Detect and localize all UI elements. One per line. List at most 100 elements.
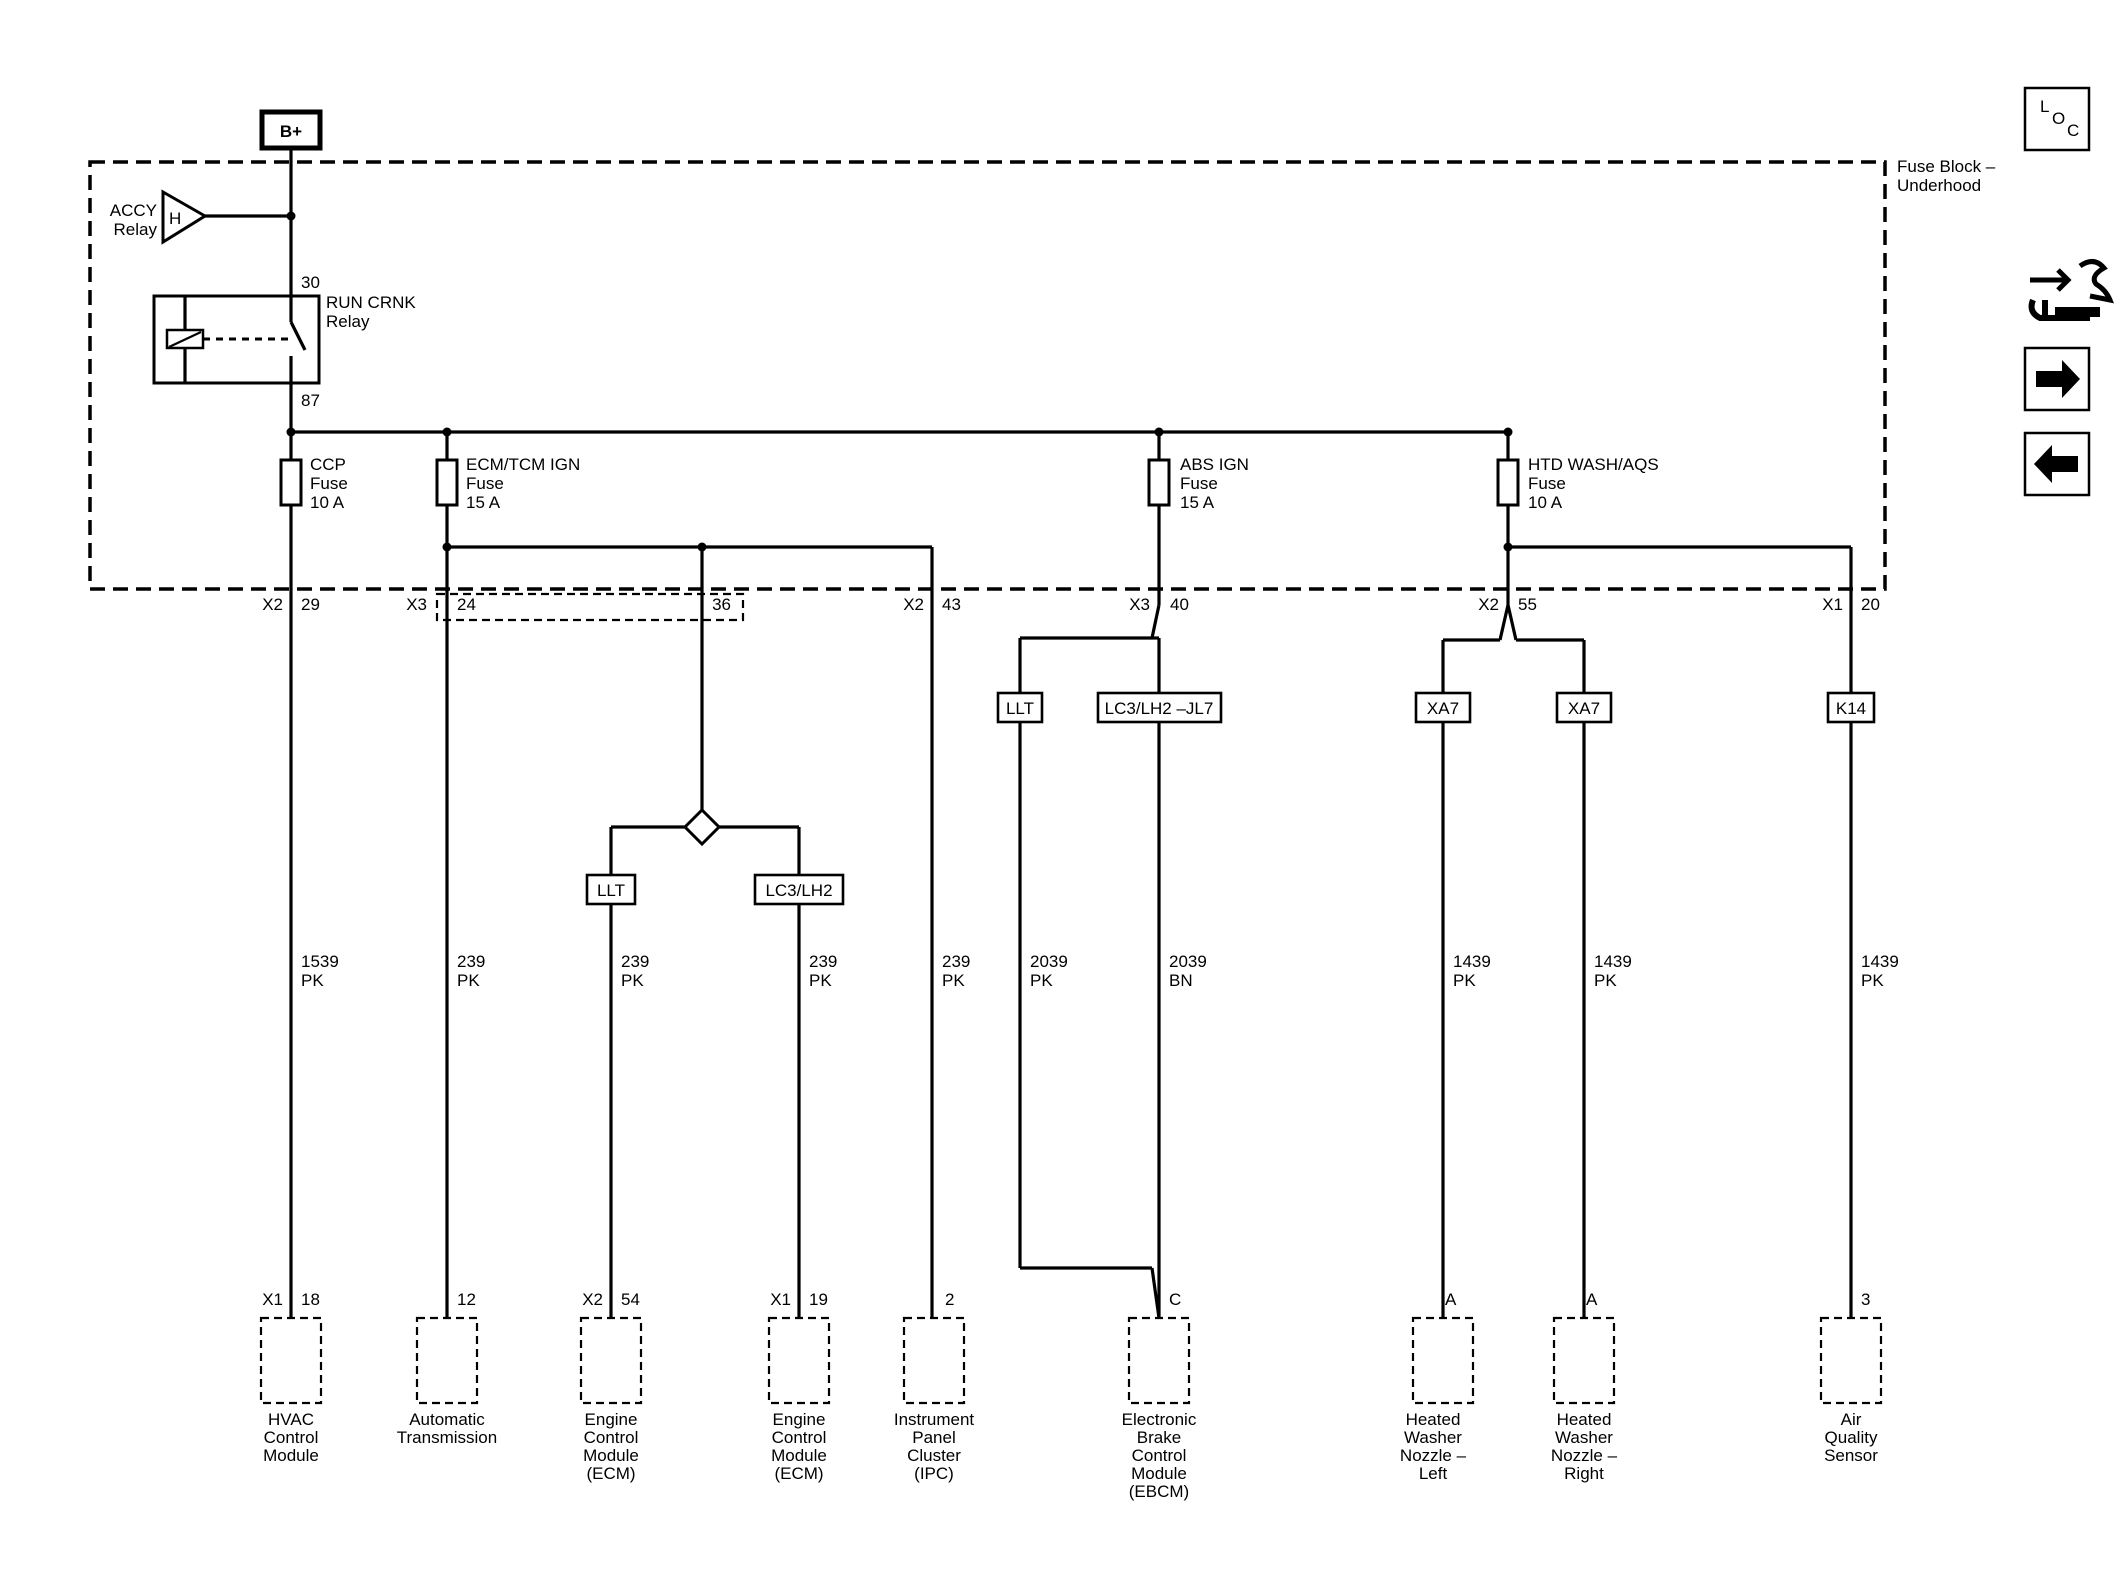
previous-page-button[interactable] [2023, 431, 2091, 497]
block-connector-36-pin: 36 [712, 595, 731, 614]
nozzle-right-name-line2: Washer [1555, 1428, 1613, 1447]
ecm-x1-name-line3: Module [771, 1446, 827, 1465]
block-connector-x3-40-conn: X3 [1129, 595, 1150, 614]
block-connector-x3-24-conn: X3 [406, 595, 427, 614]
wire-ebcm-llt-color: PK [1030, 971, 1053, 990]
wire-ecm2-color: PK [809, 971, 832, 990]
fuse-ecm-tcm-type: Fuse [466, 474, 504, 493]
arrow-right-icon [2036, 360, 2080, 398]
loc-letter-o: O [2052, 109, 2065, 128]
option-tag-k14: K14 [1826, 691, 1876, 724]
aqs-name-line2: Quality [1825, 1428, 1878, 1447]
fuse-block-label-line1: Fuse Block – [1897, 157, 1996, 176]
ebcm-name-line5: (EBCM) [1129, 1482, 1189, 1501]
wire-ecm1-circuit: 239 [621, 952, 649, 971]
component-automatic-transmission[interactable]: 12 Automatic Transmission [397, 1290, 497, 1447]
block-connector-x2-29: X2 29 [262, 595, 320, 614]
wire-ipc-color: PK [942, 971, 965, 990]
nozzle-left-name-line2: Washer [1404, 1428, 1462, 1447]
option-tag-llt-ecm: LLT [585, 873, 637, 906]
component-heated-washer-nozzle-left[interactable]: A Heated Washer Nozzle – Left [1400, 1290, 1475, 1483]
wire-label-aqs: 1439 PK [1861, 952, 1899, 990]
wire-hvac-circuit: 1539 [301, 952, 339, 971]
hvac-name-line2: Control [264, 1428, 319, 1447]
ecm-x1-name-line4: (ECM) [774, 1464, 823, 1483]
block-connector-x3-40-pin: 40 [1170, 595, 1189, 614]
component-hvac-control-module[interactable]: X1 18 HVAC Control Module [259, 1290, 323, 1465]
option-tag-xa7-right-text: XA7 [1568, 699, 1600, 718]
ebcm-name-line3: Control [1132, 1446, 1187, 1465]
nozzle-right-name-line1: Heated [1557, 1410, 1612, 1429]
option-tag-lc3-lh2-jl7: LC3/LH2 –JL7 [1096, 691, 1223, 724]
ecm-x2-name-line4: (ECM) [586, 1464, 635, 1483]
block-connector-x2-29-pin: 29 [301, 595, 320, 614]
ebcm-name-line1: Electronic [1122, 1410, 1197, 1429]
component-ecm-x2[interactable]: X2 54 Engine Control Module (ECM) [579, 1290, 643, 1483]
wire-aqs-circuit: 1439 [1861, 952, 1899, 971]
option-tag-llt-ecm-text: LLT [597, 881, 625, 900]
wire-label-trans: 239 PK [457, 952, 485, 990]
component-ecm-x1[interactable]: X1 19 Engine Control Module (ECM) [767, 1290, 831, 1483]
ipc-name-line4: (IPC) [914, 1464, 954, 1483]
wire-label-nozzle-right: 1439 PK [1594, 952, 1632, 990]
fuse-htd-name: HTD WASH/AQS [1528, 455, 1659, 474]
block-connector-x1-20-conn: X1 [1822, 595, 1843, 614]
ipc-name-line3: Cluster [907, 1446, 961, 1465]
ipc-name-line1: Instrument [894, 1410, 975, 1429]
accy-relay: H ACCY Relay [110, 189, 291, 245]
fuse-ecm-tcm-ign: ECM/TCM IGN Fuse 15 A [435, 432, 580, 1318]
fuse-ccp-rating: 10 A [310, 493, 345, 512]
component-ebcm[interactable]: C Electronic Brake Control Module (EBCM) [1122, 1290, 1197, 1501]
ecm-x1-pin: 19 [809, 1290, 828, 1309]
next-page-button[interactable] [2023, 346, 2091, 412]
block-connector-x2-43: X2 43 [903, 595, 961, 614]
ecm-x1-conn: X1 [770, 1290, 791, 1309]
block-connector-x1-20-pin: 20 [1861, 595, 1880, 614]
wire-label-ebcm-llt: 2039 PK [1030, 952, 1068, 990]
option-tag-lc3-lh2: LC3/LH2 [753, 873, 845, 906]
fuse-block-outline [88, 160, 1887, 591]
fuse-ccp: CCP Fuse 10 A [279, 432, 348, 1318]
wire-ebcm-lc3-color: BN [1169, 971, 1193, 990]
ebcm-name-line2: Brake [1137, 1428, 1181, 1447]
option-tag-k14-text: K14 [1836, 699, 1866, 718]
hvac-pin: 18 [301, 1290, 320, 1309]
hvac-name-line1: HVAC [268, 1410, 314, 1429]
wire-nozzle-left-circuit: 1439 [1453, 952, 1491, 971]
option-tag-llt-abs-text: LLT [1006, 699, 1034, 718]
trans-pin: 12 [457, 1290, 476, 1309]
component-air-quality-sensor[interactable]: 3 Air Quality Sensor [1819, 1290, 1883, 1465]
wire-label-nozzle-left: 1439 PK [1453, 952, 1491, 990]
run-crnk-relay: 30 RUN CRNK Relay 87 [152, 273, 416, 432]
fuse-abs-type: Fuse [1180, 474, 1218, 493]
trans-name-line2: Transmission [397, 1428, 497, 1447]
component-heated-washer-nozzle-right[interactable]: A Heated Washer Nozzle – Right [1551, 1290, 1618, 1483]
location-button[interactable]: L O C [2023, 86, 2091, 152]
wire-ecm1-color: PK [621, 971, 644, 990]
option-tag-llt-abs: LLT [996, 691, 1044, 724]
fuse-abs-name: ABS IGN [1180, 455, 1249, 474]
battery-source: B+ [259, 109, 323, 151]
splice-diamond [682, 807, 722, 847]
service-info-button[interactable] [2028, 259, 2115, 321]
nozzle-right-name-line4: Right [1564, 1464, 1604, 1483]
block-connector-x3-24-pin: 24 [457, 595, 476, 614]
ecm-x2-name-line1: Engine [585, 1410, 638, 1429]
ecm-x2-name-line3: Module [583, 1446, 639, 1465]
accy-relay-label-line1: ACCY [110, 201, 157, 220]
block-connector-x2-55-conn: X2 [1478, 595, 1499, 614]
nozzle-right-name-line3: Nozzle – [1551, 1446, 1618, 1465]
fuse-ccp-name: CCP [310, 455, 346, 474]
fuse-abs-ign: ABS IGN Fuse 15 A [1147, 432, 1249, 605]
fuse-abs-rating: 15 A [1180, 493, 1215, 512]
wire-ebcm-lc3-circuit: 2039 [1169, 952, 1207, 971]
ebcm-pin: C [1169, 1290, 1181, 1309]
block-connector-x1-20: X1 20 [1822, 595, 1880, 614]
wire-aqs-color: PK [1861, 971, 1884, 990]
ecm-x1-name-line2: Control [772, 1428, 827, 1447]
component-instrument-panel-cluster[interactable]: 2 Instrument Panel Cluster (IPC) [894, 1290, 975, 1483]
aqs-pin: 3 [1861, 1290, 1870, 1309]
option-tag-xa7-left-text: XA7 [1427, 699, 1459, 718]
wire-label-ecm-1: 239 PK [621, 952, 649, 990]
